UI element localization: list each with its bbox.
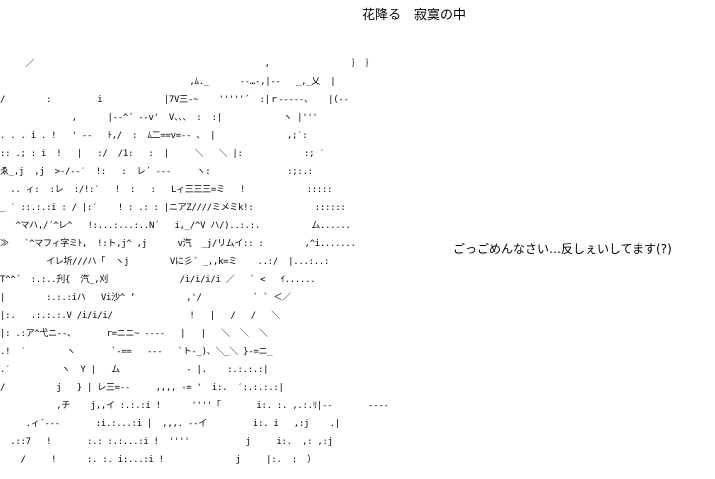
art-line: _ ′ ::.:.:i : / |:′ ! : .: : |ニアZ////ミメミ… <box>0 203 346 213</box>
art-line: ^マハ,/´^レ^ !:...:...:..N´ i,_/^V ハ/)..:.:… <box>0 221 351 231</box>
art-line: , |‐‐^´ ‐‐v' V、、、 : :| ヽ |''' <box>0 113 318 123</box>
art-line: ／ , ｝ ｝ <box>0 59 375 69</box>
art-line: / j } | レ三=‐‐ ,,,, -= ' i:. ′:.:.:.:| <box>0 383 284 393</box>
art-line: .. ィ: :レ :/!:′ ! : : Lィ三三三=ミ ! ::::: <box>0 185 333 195</box>
art-line: |:. .:.:.:.V /i/i/i/ ! | / / ＼ <box>0 311 280 321</box>
art-line: イレ圻///ハ「 ヽj Vに彡´ _,,k=ミ ..:/ |...:..: <box>0 257 330 267</box>
art-line: |: .:ア^弋ニ‐‐、 r=ニニ~ -‐‐‐ | | ＼ ＼ ＼ <box>0 329 268 339</box>
art-line: | :.:.:iハ Vi沙^ ‘ ,'/ ` ` ＜／ <box>0 293 291 303</box>
page-title: 花降る 寂寞の中 <box>362 8 467 23</box>
ascii-art: ／ , ｝ ｝ ,ﾑ._ ‐-…‐,|‐- _,_乂 | / : i |7V三‐~… <box>0 55 440 475</box>
art-line: ゑ_,j ,j >-/‐‐′ !: : レ´ ‐‐‐ ヽ: :;:.: <box>0 167 313 177</box>
art-line: ,チ j,,イ :.:.:i ! ''''「 i:. :. ,.:.ﾘ|‐‐ ‐… <box>0 401 389 411</box>
art-line: / : i |7V三‐~ '''''´ :|ｒ‐‐‐‐‐、 |(‐‐ <box>0 95 349 105</box>
art-line: / ! :. :. i:...:i ! j |:. : ） <box>0 455 316 465</box>
art-line: .::7 ! :.: :.:...:i ! '''' j i:. ,: ,:j <box>0 437 333 447</box>
art-line: ≫ `^マフィ字ミﾄ, !:ト,j^ ,j v汽 _j/リムイ:: : ,^i.… <box>0 239 356 249</box>
art-line: .ィ´‐‐‐ :i.:...:i | ,,,. ‐-イ i:. i ,:j .| <box>0 419 341 429</box>
apology-caption: ごっごめんなさい…反しぇいしてます(?) <box>453 242 672 256</box>
art-line: .! ′ ヽ `‐== ‐‐‐ `ト‐_)、＼_＼ }‐=ニ_ <box>0 347 273 357</box>
art-line: .′ ヽ Y | ム ‐ |. :.:.:.:| <box>0 365 269 375</box>
art-line: T^^´ :.:..刋{ 汽_,刈 /i/i/i/i ／ ` < ｲ...... <box>0 275 316 285</box>
art-line: . . . i . ! ' ‐‐ ﾄ,/ : ﾑ二==v=‐‐ 、 | ,;′: <box>0 131 308 141</box>
art-line: ,ﾑ._ ‐-…‐,|‐- _,_乂 | <box>0 77 336 87</box>
art-line: :: .; : i ! | :/ /1: : | ＼ ＼ |: :; ′ <box>0 149 325 159</box>
